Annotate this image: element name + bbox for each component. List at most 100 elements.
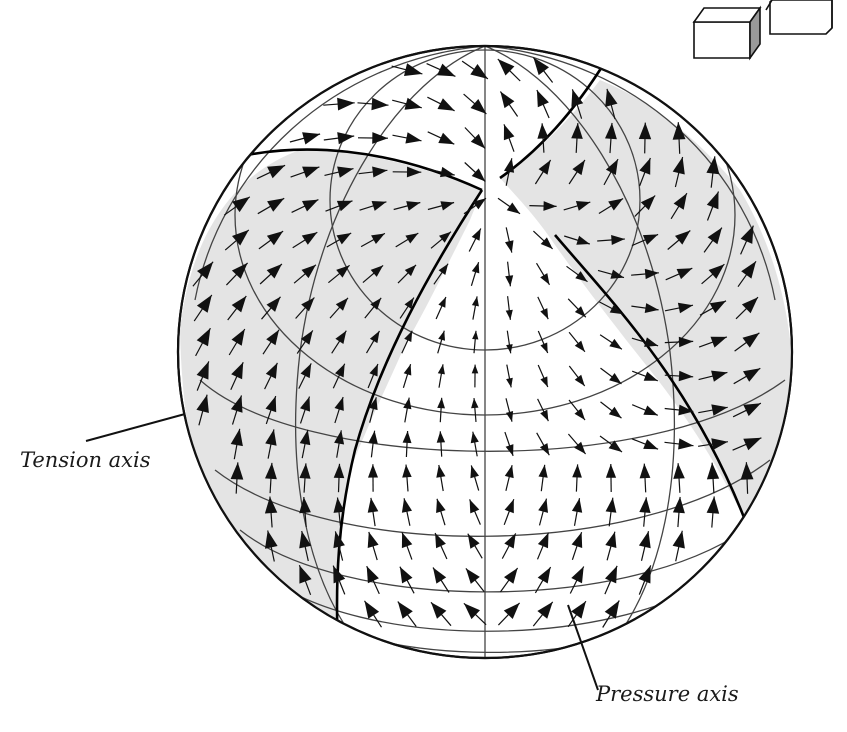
- field-arrow-head: [672, 157, 685, 175]
- field-arrow-head: [639, 158, 651, 175]
- field-arrow-head: [540, 308, 549, 320]
- field-arrow-head: [265, 362, 278, 379]
- field-arrow-head: [337, 97, 355, 111]
- field-arrow-head: [543, 201, 557, 211]
- field-arrow-head: [404, 264, 416, 277]
- field-arrow-head: [265, 396, 277, 413]
- field-arrow-head: [399, 566, 413, 584]
- field-arrow-head: [439, 231, 451, 243]
- field-arrow-head: [403, 364, 412, 376]
- field-arrow-head: [605, 565, 618, 584]
- field-arrow-head: [506, 202, 520, 214]
- field-arrow-head: [642, 234, 659, 245]
- field-arrow-head: [677, 302, 693, 314]
- field-arrow-head: [470, 465, 479, 479]
- field-arrow-head: [644, 337, 659, 347]
- field-arrow-head: [572, 160, 585, 176]
- field-arrow-head: [301, 232, 318, 245]
- field-arrow-head: [471, 364, 479, 374]
- field-arrow-head: [706, 496, 720, 514]
- field-arrow-head: [440, 201, 455, 211]
- field-arrow-head: [230, 428, 243, 447]
- field-arrow-head: [196, 294, 212, 313]
- field-arrow-head: [706, 156, 720, 175]
- field-arrow-head: [675, 230, 691, 245]
- field-arrow-head: [537, 601, 553, 619]
- field-arrow-head: [609, 304, 623, 315]
- field-arrow-head: [404, 63, 423, 76]
- field-arrow-head: [463, 603, 480, 620]
- field-arrow-head: [402, 431, 412, 444]
- field-arrow-head: [467, 533, 480, 549]
- field-arrow-head: [335, 297, 348, 311]
- field-arrow-head: [300, 396, 310, 412]
- field-arrow-head: [372, 166, 388, 178]
- field-arrow-head: [231, 296, 247, 313]
- field-arrow-head: [366, 566, 379, 584]
- field-arrow-head: [265, 530, 278, 549]
- field-arrow-head: [471, 398, 479, 409]
- tension-axis-label: Tension axis: [20, 448, 151, 472]
- field-arrow-head: [639, 463, 651, 479]
- field-arrow-head: [404, 97, 422, 110]
- field-arrow-head: [537, 532, 549, 549]
- cube-block-icon: [692, 0, 833, 61]
- field-arrow-head: [506, 377, 513, 388]
- field-arrow-head: [436, 431, 446, 443]
- field-arrow-head: [337, 166, 354, 178]
- field-arrow-head: [537, 567, 551, 584]
- field-arrow-head: [266, 329, 279, 346]
- field-arrow-head: [336, 200, 353, 212]
- field-arrow-head: [678, 336, 694, 348]
- field-arrow-head: [640, 195, 656, 211]
- field-arrow-head: [465, 568, 480, 584]
- field-arrow-head: [533, 57, 549, 76]
- field-arrow-head: [711, 438, 728, 450]
- field-arrow-head: [605, 88, 618, 107]
- field-arrow-head: [364, 600, 380, 619]
- field-arrow-head: [540, 342, 548, 353]
- field-arrow-head: [402, 464, 412, 478]
- field-arrow-head: [370, 265, 384, 277]
- field-arrow-head: [335, 330, 347, 344]
- field-arrow-head: [575, 201, 591, 211]
- field-arrow-head: [267, 165, 286, 179]
- field-arrow-head: [336, 233, 352, 245]
- field-arrow-head: [368, 430, 378, 444]
- field-arrow-head: [471, 262, 480, 274]
- field-arrow-head: [438, 132, 455, 145]
- field-arrow-head: [301, 297, 315, 312]
- field-arrow-head: [368, 397, 378, 411]
- field-arrow-head: [672, 122, 686, 140]
- field-arrow-head: [440, 166, 455, 178]
- field-arrow-head: [437, 364, 445, 375]
- field-arrow-head: [503, 602, 520, 619]
- field-arrow-head: [678, 438, 694, 450]
- tension-axis-leader: [85, 413, 186, 442]
- field-arrow-head: [438, 263, 449, 275]
- field-arrow-head: [576, 235, 590, 245]
- field-arrow-head: [605, 159, 618, 175]
- field-arrow-head: [538, 464, 548, 478]
- field-arrow-head: [266, 231, 284, 246]
- field-arrow-head: [644, 303, 659, 313]
- field-arrow-head: [232, 229, 249, 246]
- field-arrow-head: [537, 123, 549, 139]
- radiation-arrows: [192, 57, 762, 628]
- field-arrow-head: [504, 465, 514, 479]
- field-arrow-head: [406, 166, 422, 178]
- field-arrow-head: [370, 297, 382, 310]
- field-arrow-head: [574, 340, 585, 352]
- field-arrow-head: [265, 429, 277, 446]
- field-arrow-head: [438, 330, 445, 341]
- field-arrow-head: [405, 233, 419, 244]
- field-arrow-head: [470, 133, 486, 149]
- field-arrow-head: [437, 63, 456, 77]
- focal-sphere-outline: [176, 44, 794, 660]
- field-arrow-head: [299, 429, 311, 446]
- field-arrow-head: [397, 601, 413, 619]
- field-arrow-head: [711, 404, 728, 416]
- field-arrow-head: [505, 411, 514, 422]
- field-arrow-head: [505, 240, 514, 253]
